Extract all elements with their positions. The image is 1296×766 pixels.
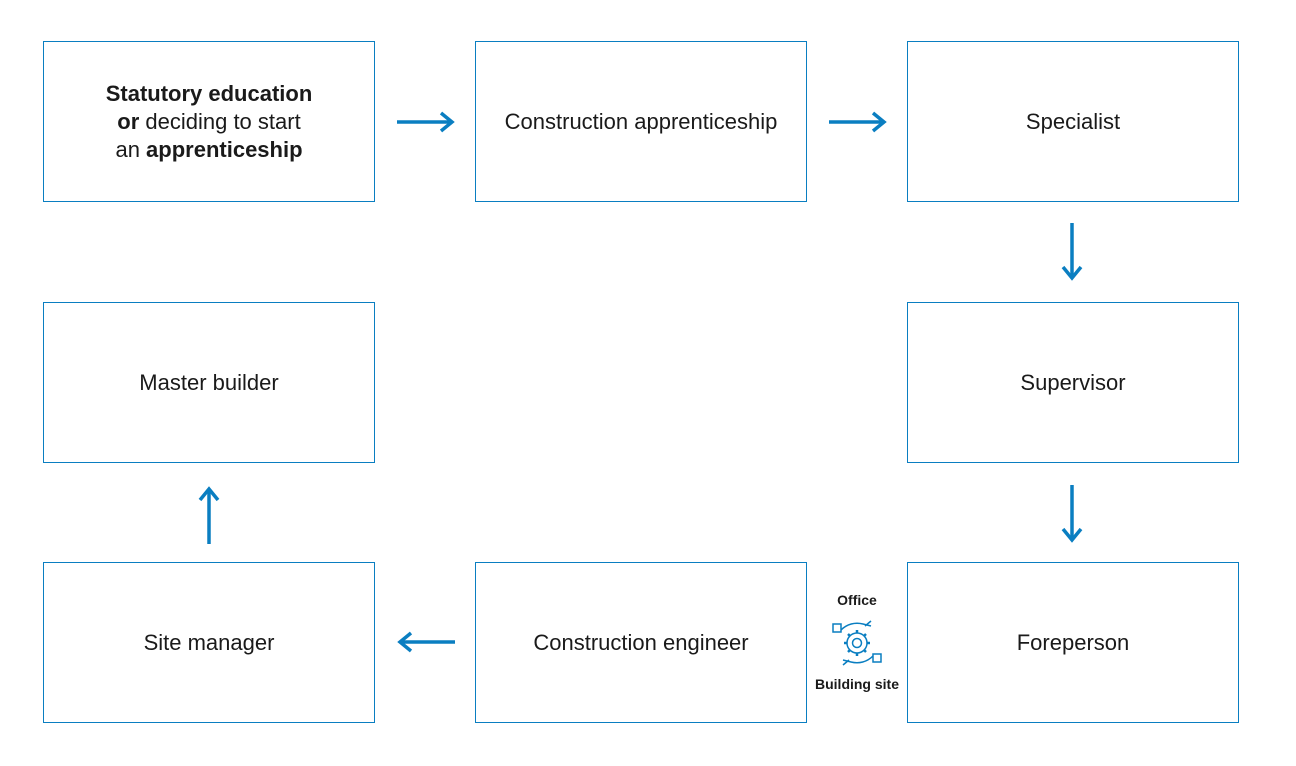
step-label: Specialist: [1025, 108, 1121, 134]
step-label: Construction apprenticeship: [504, 108, 778, 134]
step-label: Supervisor: [1020, 369, 1126, 395]
step-master-builder: Master builder: [43, 302, 375, 463]
step-label: Foreperson: [1016, 629, 1130, 655]
building-site-label: Building site: [815, 676, 899, 692]
step-start-line1: Statutory education: [105, 80, 313, 106]
office-label: Office: [837, 592, 877, 608]
step-specialist: Specialist: [907, 41, 1239, 202]
arrow-up: [198, 486, 220, 544]
step-label: Site manager: [143, 629, 275, 655]
arrow-right-1: [397, 111, 455, 133]
office-site-exchange-icon: [832, 620, 882, 666]
step-start-or: or: [117, 108, 140, 134]
step-start-deciding: deciding to start: [139, 108, 301, 134]
arrow-down-2: [1061, 485, 1083, 543]
arrow-down-1: [1061, 223, 1083, 281]
step-construction-apprenticeship: Construction apprenticeship: [475, 41, 807, 202]
step-statutory-education: Statutory education or deciding to start…: [43, 41, 375, 202]
arrow-left: [397, 631, 455, 653]
step-site-manager: Site manager: [43, 562, 375, 723]
step-start-apprenticeship: apprenticeship: [146, 136, 303, 162]
step-start-an: an: [115, 136, 147, 162]
arrow-right-2: [829, 111, 887, 133]
step-construction-engineer: Construction engineer: [475, 562, 807, 723]
step-supervisor: Supervisor: [907, 302, 1239, 463]
step-foreperson: Foreperson: [907, 562, 1239, 723]
step-label: Construction engineer: [533, 629, 749, 655]
step-label: Master builder: [139, 369, 279, 395]
